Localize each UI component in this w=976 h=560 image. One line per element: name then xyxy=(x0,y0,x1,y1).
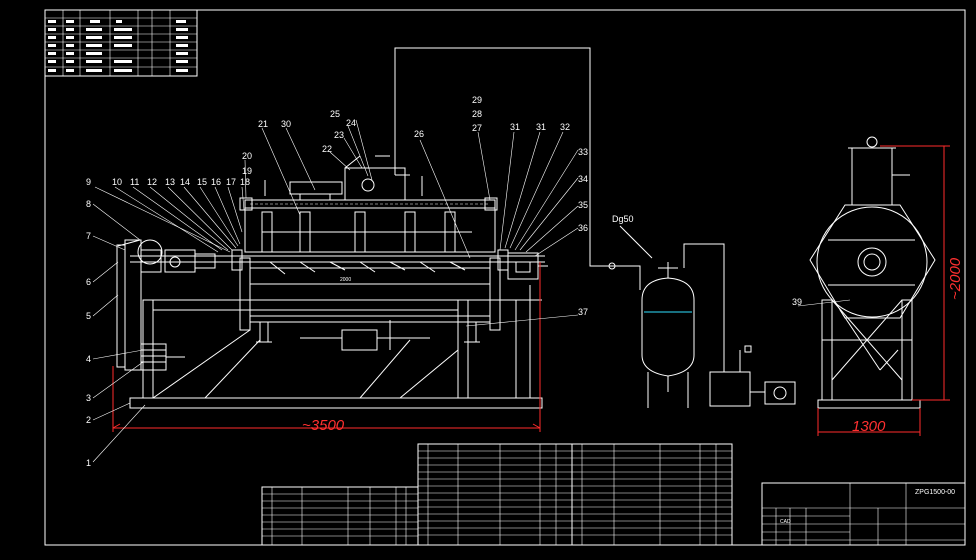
svg-text:36: 36 xyxy=(578,223,588,233)
svg-text:15: 15 xyxy=(197,177,207,187)
svg-text:19: 19 xyxy=(242,166,252,176)
svg-text:28: 28 xyxy=(472,109,482,119)
cad-label: CAD xyxy=(780,519,791,525)
svg-text:6: 6 xyxy=(86,277,91,287)
svg-text:7: 7 xyxy=(86,231,91,241)
parts-list-middle xyxy=(417,443,573,546)
svg-text:9: 9 xyxy=(86,177,91,187)
dryer-side-view xyxy=(809,136,936,409)
svg-text:25: 25 xyxy=(330,109,340,119)
drawing-number: ZPG1500-00 xyxy=(915,489,955,496)
svg-text:12: 12 xyxy=(147,177,157,187)
svg-text:2: 2 xyxy=(86,415,91,425)
svg-text:5: 5 xyxy=(86,311,91,321)
svg-text:4: 4 xyxy=(86,354,91,364)
svg-text:14: 14 xyxy=(180,177,190,187)
svg-text:37: 37 xyxy=(578,307,588,317)
svg-text:30: 30 xyxy=(281,119,291,129)
svg-text:17: 17 xyxy=(226,177,236,187)
dimension-width: 1300 xyxy=(817,408,921,436)
svg-text:18: 18 xyxy=(240,177,250,187)
parts-list-right xyxy=(571,443,733,546)
svg-text:27: 27 xyxy=(472,123,482,133)
svg-text:13: 13 xyxy=(165,177,175,187)
condenser-tank: Dg50 xyxy=(589,214,796,408)
dimension-length-label: ~3500 xyxy=(302,417,345,434)
title-block: ZPG1500-00 CAD xyxy=(761,482,966,546)
svg-text:39: 39 xyxy=(792,297,802,307)
svg-text:8: 8 xyxy=(86,199,91,209)
svg-text:29: 29 xyxy=(472,95,482,105)
part-callouts-side: 8 7 6 5 4 3 2 1 xyxy=(86,199,146,468)
svg-text:24: 24 xyxy=(346,118,356,128)
svg-text:23: 23 xyxy=(334,130,344,140)
dimension-width-label: 1300 xyxy=(852,418,886,435)
revision-table xyxy=(44,9,198,77)
dimension-inner-label: 2000 xyxy=(340,277,351,283)
svg-text:32: 32 xyxy=(560,122,570,132)
dimension-height: ~2000 xyxy=(880,145,964,401)
dryer-front-view xyxy=(116,47,591,409)
svg-text:34: 34 xyxy=(578,174,588,184)
svg-text:33: 33 xyxy=(578,147,588,157)
svg-text:1: 1 xyxy=(86,458,91,468)
dimension-height-label: ~2000 xyxy=(947,257,964,300)
part-callouts-left: 9 10 11 12 13 14 15 16 17 18 19 20 21 30 xyxy=(86,119,316,253)
svg-text:26: 26 xyxy=(414,129,424,139)
svg-text:20: 20 xyxy=(242,151,252,161)
dimension-length: ~3500 xyxy=(112,262,541,434)
svg-text:31: 31 xyxy=(510,122,520,132)
dimension-inner: 2000 xyxy=(250,277,490,285)
svg-text:11: 11 xyxy=(130,177,139,187)
svg-text:22: 22 xyxy=(322,144,332,154)
svg-text:16: 16 xyxy=(211,177,221,187)
svg-text:35: 35 xyxy=(578,200,588,210)
part-callouts-right: 31 31 32 33 34 35 36 37 39 xyxy=(465,122,851,327)
pipe-size-label: Dg50 xyxy=(612,214,634,224)
svg-text:31: 31 xyxy=(536,122,546,132)
part-callouts-top: 22 23 24 25 26 29 28 27 xyxy=(322,95,491,259)
parts-list-left xyxy=(261,486,419,546)
svg-text:10: 10 xyxy=(112,177,122,187)
svg-text:3: 3 xyxy=(86,393,91,403)
svg-text:21: 21 xyxy=(258,119,268,129)
